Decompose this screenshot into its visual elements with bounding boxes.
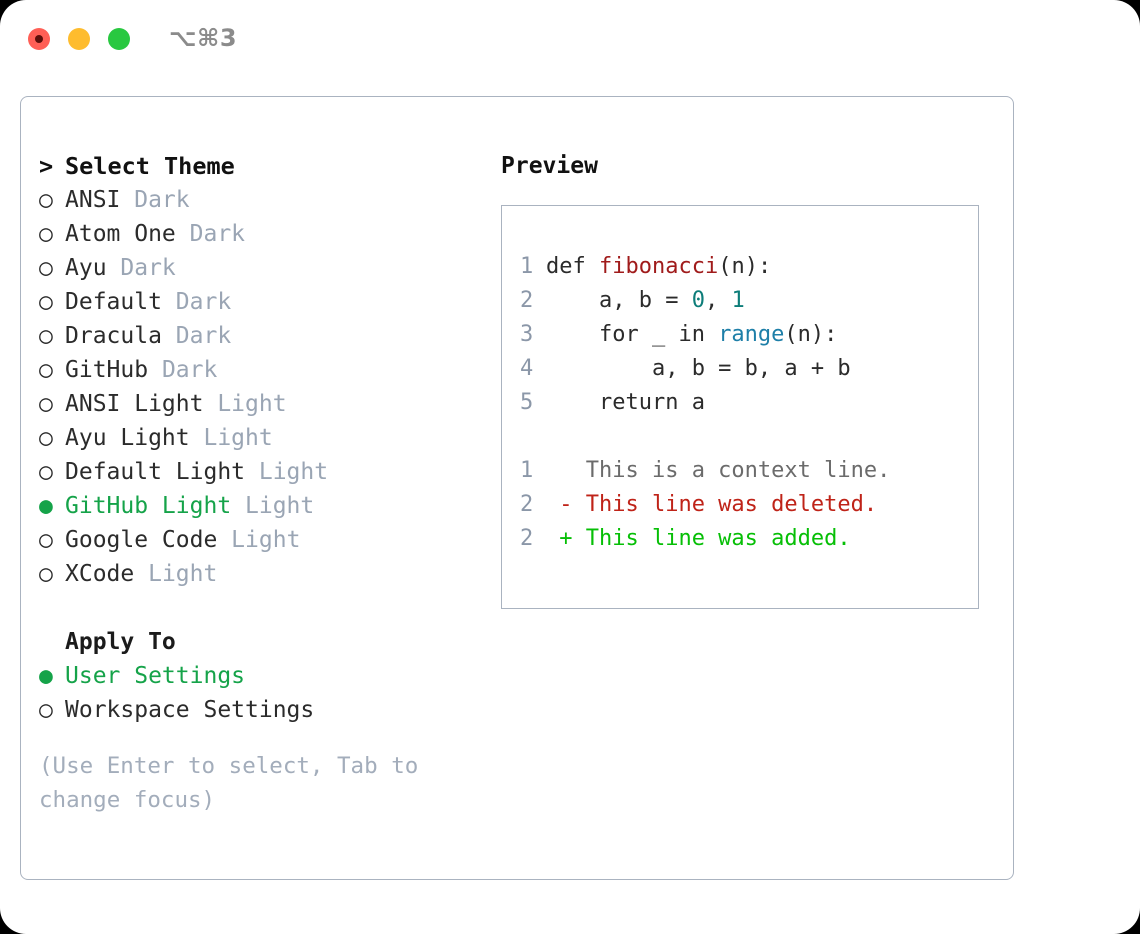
- theme-picker-heading: > Select Theme: [39, 149, 489, 183]
- radio-selected-icon: ●: [39, 663, 53, 689]
- spacer: [39, 591, 489, 625]
- theme-variant-label: Light: [134, 561, 218, 587]
- line-number: 1: [520, 458, 534, 483]
- diff-text: This is a context line.: [546, 458, 891, 483]
- keyboard-hint-text: (Use Enter to select, Tab to change focu…: [39, 753, 419, 813]
- theme-name-label: ANSI: [65, 187, 121, 213]
- radio-unselected-icon: ○: [39, 323, 53, 349]
- radio-unselected-icon: ○: [39, 391, 53, 417]
- line-number: 3: [520, 322, 534, 347]
- theme-list-item[interactable]: ○ Default Dark: [39, 285, 489, 319]
- radio-unselected-icon: ○: [39, 221, 53, 247]
- radio-unselected-icon: ○: [39, 425, 53, 451]
- theme-variant-label: Dark: [175, 221, 246, 247]
- theme-list-item[interactable]: ○ GitHub Dark: [39, 353, 489, 387]
- diff-line: 2 - This line was deleted.: [520, 488, 978, 522]
- theme-name-label: Default: [65, 289, 162, 315]
- main-panel: > Select Theme ○ ANSI Dark ○ Atom One Dark ○ A…: [20, 96, 1014, 880]
- theme-variant-label: Dark: [106, 255, 176, 281]
- diff-line: 1 This is a context line.: [520, 454, 978, 488]
- theme-list: ○ ANSI Dark ○ Atom One Dark ○ Ayu Dark ○ Defaul…: [39, 183, 489, 591]
- code-line: 2 a, b = 0, 1: [520, 284, 978, 318]
- theme-variant-label: Light: [203, 391, 287, 417]
- theme-list-item[interactable]: ○ ANSI Dark: [39, 183, 489, 217]
- theme-name-label: Ayu Light: [65, 425, 190, 451]
- code-text: a, b = 0, 1: [546, 288, 745, 313]
- line-number: 1: [520, 254, 534, 279]
- theme-name-label: Dracula: [65, 323, 162, 349]
- theme-list-item[interactable]: ○ Ayu Dark: [39, 251, 489, 285]
- theme-name-label: Ayu: [65, 255, 107, 281]
- theme-variant-label: Light: [217, 527, 301, 553]
- theme-list-item[interactable]: ○ Default Light Light: [39, 455, 489, 489]
- theme-variant-label: Light: [245, 459, 329, 485]
- apply-to-label: Workspace Settings: [65, 697, 315, 723]
- code-text: a, b = b, a + b: [546, 356, 851, 381]
- theme-variant-label: Dark: [120, 187, 190, 213]
- maximize-window-button[interactable]: [108, 28, 130, 50]
- recording-indicator-icon: [35, 35, 43, 43]
- apply-to-list: ● User Settings ○ Workspace Settings: [39, 659, 489, 727]
- theme-list-item[interactable]: ○ Google Code Light: [39, 523, 489, 557]
- diff-text: - This line was deleted.: [546, 492, 878, 517]
- radio-selected-icon: ●: [39, 493, 53, 519]
- code-text: def fibonacci(n):: [546, 254, 772, 279]
- code-line: 4 a, b = b, a + b: [520, 352, 978, 386]
- keyboard-shortcut-label: ⌥⌘3: [169, 24, 238, 52]
- line-number: 2: [520, 288, 534, 313]
- theme-list-item[interactable]: ○ XCode Light: [39, 557, 489, 591]
- radio-unselected-icon: ○: [39, 697, 53, 723]
- apply-to-item[interactable]: ● User Settings: [39, 659, 489, 693]
- code-text: for _ in range(n):: [546, 322, 838, 347]
- apply-to-item[interactable]: ○ Workspace Settings: [39, 693, 489, 727]
- preview-heading: Preview: [501, 153, 598, 179]
- theme-picker-pane: > Select Theme ○ ANSI Dark ○ Atom One Dark ○ A…: [39, 149, 489, 817]
- theme-variant-label: Dark: [161, 289, 232, 315]
- line-number: 2: [520, 526, 534, 551]
- theme-name-label: Atom One: [65, 221, 176, 247]
- code-line: 5 return a: [520, 386, 978, 420]
- code-text: return a: [546, 390, 705, 415]
- radio-unselected-icon: ○: [39, 561, 53, 587]
- spacer: [520, 420, 978, 454]
- line-number: 4: [520, 356, 534, 381]
- radio-unselected-icon: ○: [39, 255, 53, 281]
- radio-unselected-icon: ○: [39, 357, 53, 383]
- code-line: 1 def fibonacci(n):: [520, 250, 978, 284]
- diff-line: 2 + This line was added.: [520, 522, 978, 556]
- apply-to-label: User Settings: [65, 663, 246, 689]
- apply-to-heading: Apply To: [65, 629, 176, 655]
- page-title: Select Theme: [65, 152, 235, 180]
- code-line: 3 for _ in range(n):: [520, 318, 978, 352]
- radio-unselected-icon: ○: [39, 289, 53, 315]
- radio-unselected-icon: ○: [39, 459, 53, 485]
- theme-list-item[interactable]: ○ Atom One Dark: [39, 217, 489, 251]
- theme-list-item[interactable]: ● GitHub Light Light: [39, 489, 489, 523]
- theme-list-item[interactable]: ○ Dracula Dark: [39, 319, 489, 353]
- theme-variant-label: Dark: [148, 357, 218, 383]
- title-bar: ⌥⌘3: [0, 0, 1140, 78]
- radio-unselected-icon: ○: [39, 187, 53, 213]
- line-number: 5: [520, 390, 534, 415]
- theme-name-label: XCode: [65, 561, 135, 587]
- diff-sample: 1 This is a context line.2 - This line w…: [520, 454, 978, 556]
- theme-name-label: Default Light: [65, 459, 246, 485]
- theme-list-item[interactable]: ○ Ayu Light Light: [39, 421, 489, 455]
- theme-name-label: GitHub Light: [65, 493, 232, 519]
- caret-icon: >: [39, 152, 54, 180]
- theme-variant-label: Light: [189, 425, 273, 451]
- radio-unselected-icon: ○: [39, 527, 53, 553]
- line-number: 2: [520, 492, 534, 517]
- theme-name-label: Google Code: [65, 527, 218, 553]
- diff-text: + This line was added.: [546, 526, 851, 551]
- theme-list-item[interactable]: ○ ANSI Light Light: [39, 387, 489, 421]
- theme-name-label: ANSI Light: [65, 391, 204, 417]
- theme-name-label: GitHub: [65, 357, 149, 383]
- minimize-window-button[interactable]: [68, 28, 90, 50]
- theme-variant-label: Dark: [161, 323, 232, 349]
- theme-variant-label: Light: [231, 493, 315, 519]
